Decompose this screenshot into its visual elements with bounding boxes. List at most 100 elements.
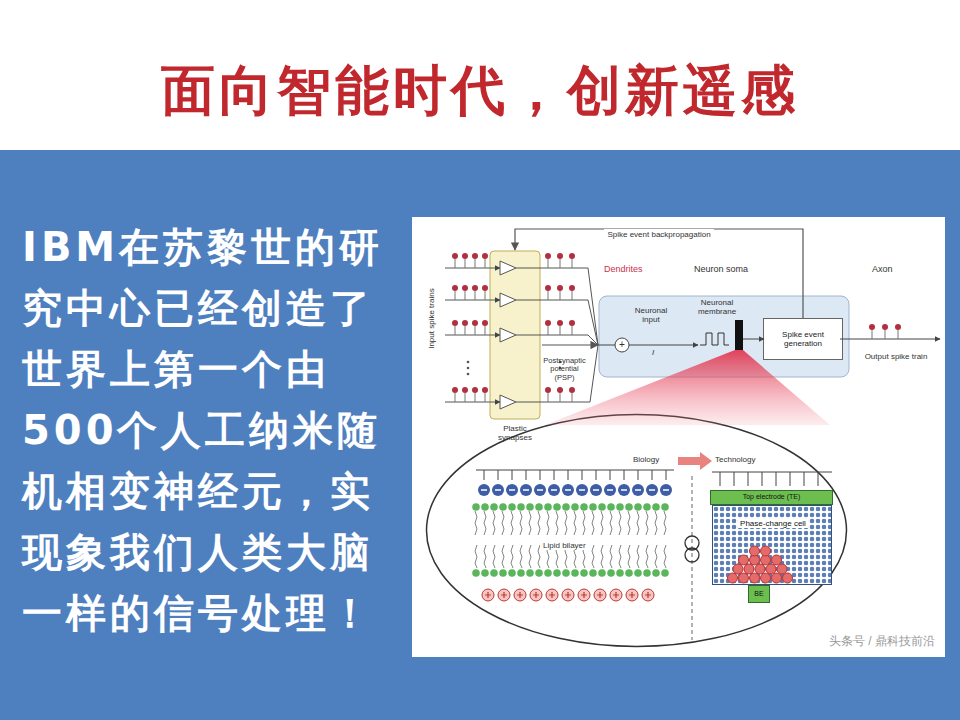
ellipsis-dot [559,367,562,370]
signal-symbol: I [648,348,658,357]
lipid-tail [601,545,603,568]
cation-sign [485,592,491,598]
synapse-fill [490,251,540,419]
cation-sign [597,592,603,598]
lipid-tail [655,545,657,568]
lipid-head [580,503,588,511]
lipid-tail [520,511,522,535]
lipid-head [499,569,507,577]
text-slot: Spike event generation [764,319,842,359]
text-slot: Technology [715,455,775,464]
spike-stem [560,326,561,335]
neuron-box: Neuron somaSpike event generation [598,262,850,378]
phase-grain [739,555,749,565]
transformer-symbol [685,536,699,550]
psp-line [516,268,598,345]
label-slot: Lipid bilayer [540,534,610,552]
lipid-tail [583,511,585,535]
transition-arrow [678,452,712,470]
spike-stem [485,393,486,402]
ion-sign [579,489,585,491]
ellipsis-dot [467,373,470,376]
lipid-head [553,503,561,511]
phase-grain [772,555,782,565]
lipid-head [544,569,552,577]
spike-head [452,253,458,259]
node-outline [488,250,542,450]
lipid-head [526,569,534,577]
spike-stem [475,393,476,402]
lipid-tail [502,511,504,535]
spike-stem [465,291,466,300]
lipid-head [616,503,624,511]
lipid-head [535,569,543,577]
electrode-bar: BE [748,585,770,603]
lipid-head [562,569,570,577]
ion-sign [509,489,515,491]
text-band: IBM在苏黎世的研 究中心已经创造了 世界上第一个由 500个人工纳米随 机相变… [0,150,960,720]
field-tick [666,470,667,480]
lipid-head [643,503,651,511]
transformer-symbol [685,548,699,562]
transformer-symbol [685,536,699,562]
lipid-head [643,569,651,577]
lipid-tail [556,511,558,535]
ion [604,484,616,496]
spike-head [452,285,458,291]
lipid-tail [664,511,666,535]
phase-grain [728,573,738,583]
cation-sign [517,592,523,598]
part-label: Lipid bilayer [540,541,589,550]
connector [542,344,598,345]
ellipsis-dot [559,361,562,364]
spike-stem [475,326,476,335]
lipid-head [616,569,624,577]
lipid-head [490,569,498,577]
lipid-head [571,503,579,511]
lipid-tail [529,511,531,535]
synapse-triangle [500,293,516,307]
lipid-head [598,569,606,577]
input-line [445,300,500,301]
field-tick [596,470,597,480]
ion-sign [565,489,571,491]
field-tick [610,470,611,480]
spike-stem [560,393,561,402]
spike-head [557,253,563,259]
field-tick [638,470,639,480]
cation [498,589,510,601]
cation [482,589,494,601]
ion [478,484,490,496]
lipid-head [508,569,516,577]
ion [590,484,602,496]
spike-head [545,320,551,326]
spike-head [882,324,888,330]
spike-head [472,387,478,393]
lipid-tail [619,511,621,535]
repeat-strokes [452,253,901,601]
lipid-head [625,503,633,511]
lipid-tail [592,545,594,568]
lipid-tail [592,511,594,535]
field-line [712,472,832,473]
spike-stem [885,330,886,339]
spike-stem [572,259,573,268]
lipid-tail [646,511,648,535]
edge-label: Spike event backpropagation [604,229,713,240]
spike-head [557,320,563,326]
zoom-cone [545,350,830,425]
lipid-tail [511,511,513,535]
lipid-head [661,503,669,511]
phase-change-cell: Phase-change cell [712,505,832,585]
field-tick [762,472,763,486]
cation-sign [629,592,635,598]
part-label: Neuronal membrane [688,298,746,316]
field-tick [748,472,749,486]
phase-grain [761,573,771,583]
ion-sign [523,489,529,491]
spike-stem [465,259,466,268]
ion-sign [621,489,627,491]
spike-line [840,339,940,340]
ion [506,484,518,496]
